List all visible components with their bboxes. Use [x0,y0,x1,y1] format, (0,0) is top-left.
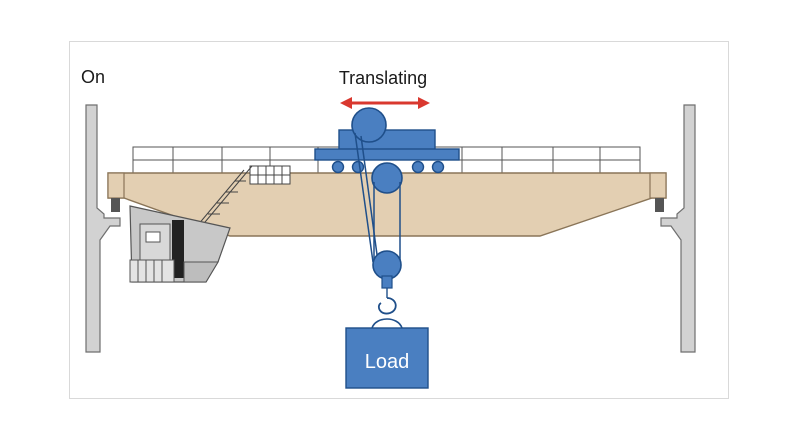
load-box [345,327,429,389]
operator-cab [129,205,231,283]
upper-sheave [371,162,403,194]
state-label: On [81,67,105,87]
load-sling [371,318,403,329]
end-wheel-right [655,198,664,212]
left-runway-column [85,104,121,353]
end-truck-right [649,172,667,199]
end-wheel-left [111,198,120,212]
hoist-ropes [354,132,401,263]
load-label: Load [365,351,410,373]
end-truck-left [107,172,125,199]
hook-block [372,250,402,298]
motion-label: Translating [339,68,427,88]
hoist-drum [351,107,387,143]
right-runway-column [660,104,696,353]
hook-icon [377,297,397,315]
double-arrow-icon [340,97,430,109]
